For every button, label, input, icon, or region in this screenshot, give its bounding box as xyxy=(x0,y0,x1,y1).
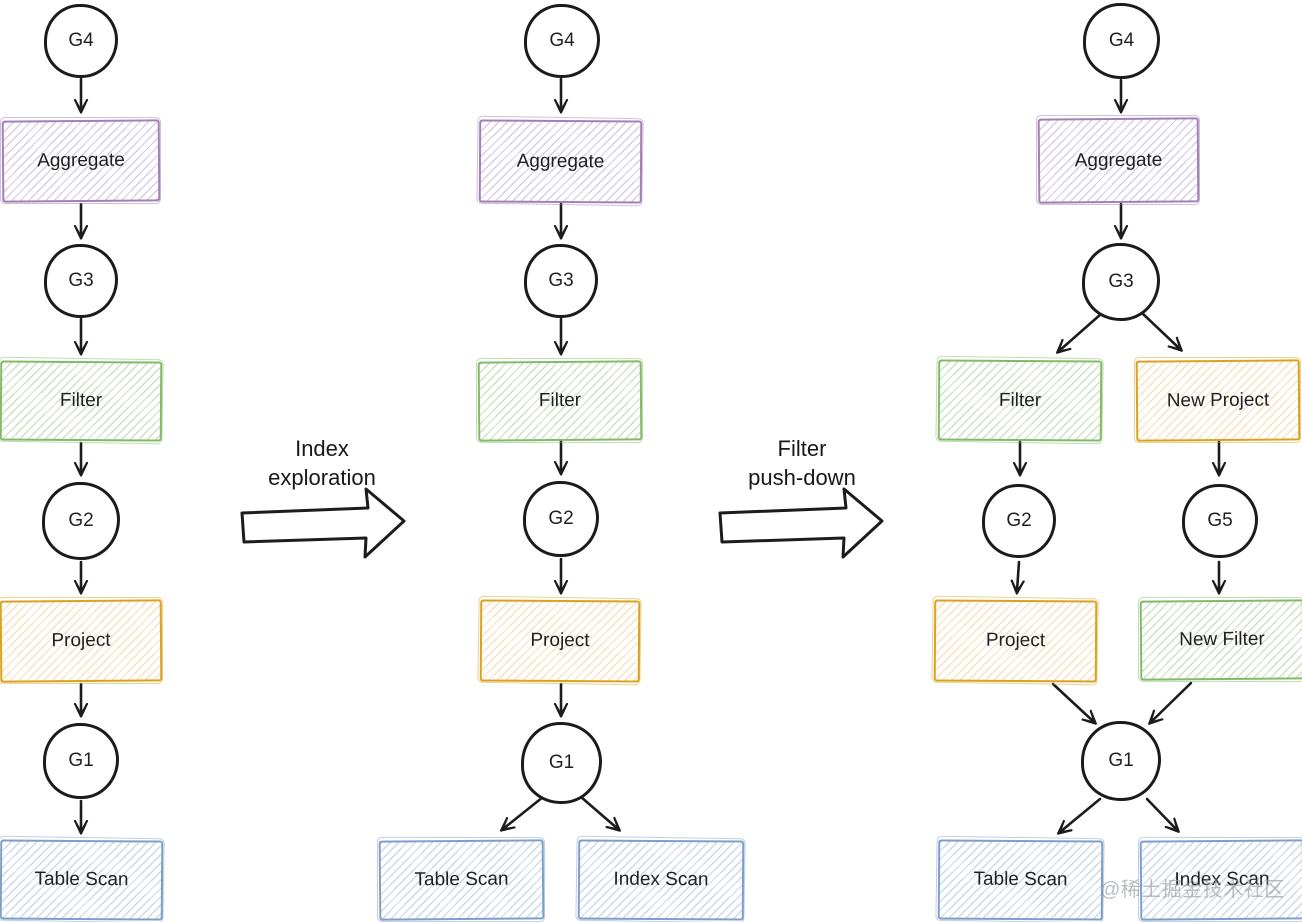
edge-mid-g1-indexscan xyxy=(579,795,618,829)
left-group-g2: G2 xyxy=(42,482,120,560)
filter-pushdown-arrow xyxy=(718,487,884,559)
edge-mid-g1-tablescan xyxy=(503,795,545,829)
mid-operator-index-scan: Index Scan xyxy=(577,839,745,921)
edge-right-project-g1 xyxy=(1051,682,1094,722)
right-group-g1: G1 xyxy=(1081,721,1161,801)
index-exploration-arrow xyxy=(240,487,406,559)
edge-right-newfilter-g1 xyxy=(1151,681,1193,722)
right-operator-aggregate: Aggregate xyxy=(1037,117,1200,204)
left-operator-table-scan: Table Scan xyxy=(0,839,164,921)
right-group-g2: G2 xyxy=(982,484,1056,558)
right-operator-table-scan: Table Scan xyxy=(937,839,1104,921)
edge-right-g1-indexscan xyxy=(1145,797,1177,830)
left-operator-project: Project xyxy=(0,599,163,683)
right-operator-filter: Filter xyxy=(937,359,1103,442)
mid-group-g3: G3 xyxy=(524,244,598,318)
right-operator-new-filter: New Filter xyxy=(1139,599,1302,681)
right-operator-new-project: New Project xyxy=(1135,359,1301,442)
right-group-g4: G4 xyxy=(1083,3,1160,79)
left-group-g3: G3 xyxy=(44,244,118,318)
mid-operator-project: Project xyxy=(479,599,641,683)
left-operator-filter: Filter xyxy=(0,360,163,442)
edge-right-g3-newproject xyxy=(1141,312,1180,349)
edge-right-g2-project xyxy=(1017,560,1019,591)
mid-operator-filter: Filter xyxy=(477,360,643,442)
left-group-g4: G4 xyxy=(44,4,118,78)
edge-right-g1-tablescan xyxy=(1060,797,1102,832)
edge-right-g3-filter xyxy=(1059,312,1103,351)
left-group-g1: G1 xyxy=(43,723,119,799)
mid-group-g1: G1 xyxy=(521,722,602,804)
index-exploration-label: Index exploration xyxy=(268,436,376,490)
right-operator-index-scan: Index Scan xyxy=(1139,839,1302,921)
right-group-g3: G3 xyxy=(1082,243,1160,321)
mid-group-g2: G2 xyxy=(523,481,599,557)
right-group-g5: G5 xyxy=(1182,484,1258,558)
mid-operator-table-scan: Table Scan xyxy=(378,839,545,921)
filter-pushdown-label: Filter push-down xyxy=(748,436,856,490)
mid-operator-aggregate: Aggregate xyxy=(478,119,643,204)
left-operator-aggregate: Aggregate xyxy=(1,119,161,203)
right-operator-project: Project xyxy=(933,599,1098,683)
mid-group-g4: G4 xyxy=(524,4,600,78)
